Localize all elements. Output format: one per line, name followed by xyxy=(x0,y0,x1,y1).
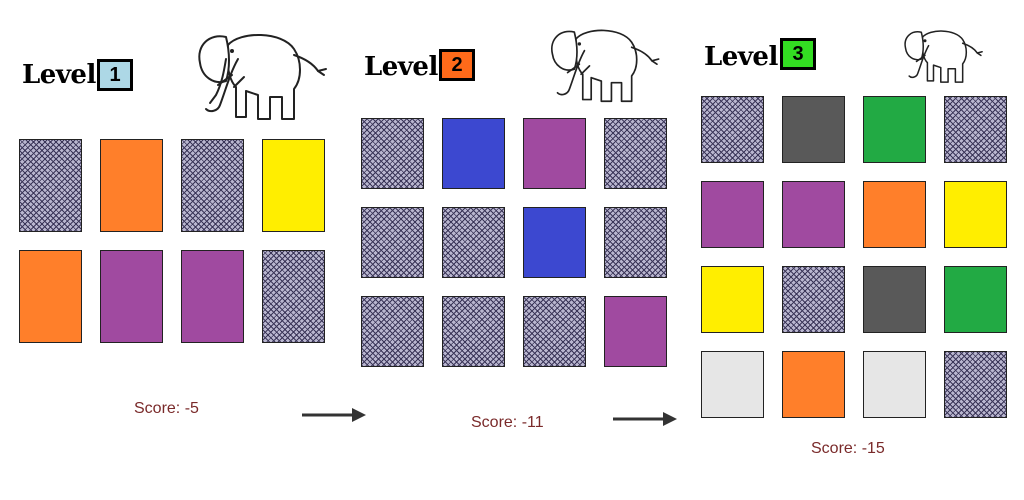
card-faceup[interactable] xyxy=(863,351,926,418)
card-faceup[interactable] xyxy=(944,181,1007,248)
card-faceup[interactable] xyxy=(523,118,586,189)
card-facedown[interactable] xyxy=(604,207,667,278)
card-faceup[interactable] xyxy=(863,96,926,163)
arrow-right-icon xyxy=(302,408,366,422)
card-facedown[interactable] xyxy=(361,296,424,367)
card-faceup[interactable] xyxy=(523,207,586,278)
level-1-badge: 1 xyxy=(97,59,133,91)
card-faceup[interactable] xyxy=(701,351,764,418)
card-faceup[interactable] xyxy=(100,250,163,343)
level-3-score: Score: -15 xyxy=(811,440,885,457)
card-facedown[interactable] xyxy=(361,118,424,189)
card-facedown[interactable] xyxy=(701,96,764,163)
level-1-title: Level xyxy=(22,60,96,90)
card-facedown[interactable] xyxy=(944,96,1007,163)
card-faceup[interactable] xyxy=(442,118,505,189)
card-faceup[interactable] xyxy=(181,250,244,343)
card-facedown[interactable] xyxy=(604,118,667,189)
card-faceup[interactable] xyxy=(701,266,764,333)
card-facedown[interactable] xyxy=(442,296,505,367)
card-facedown[interactable] xyxy=(523,296,586,367)
level-1-score: Score: -5 xyxy=(134,400,199,417)
card-faceup[interactable] xyxy=(701,181,764,248)
elephant-icon xyxy=(550,29,660,103)
card-facedown[interactable] xyxy=(262,250,325,343)
card-faceup[interactable] xyxy=(944,266,1007,333)
card-facedown[interactable] xyxy=(442,207,505,278)
elephant-icon xyxy=(904,30,983,83)
card-facedown[interactable] xyxy=(181,139,244,232)
level-2-score: Score: -11 xyxy=(471,414,544,431)
card-faceup[interactable] xyxy=(604,296,667,367)
card-facedown[interactable] xyxy=(944,351,1007,418)
card-faceup[interactable] xyxy=(863,181,926,248)
level-2-badge: 2 xyxy=(439,49,475,81)
card-faceup[interactable] xyxy=(782,181,845,248)
card-faceup[interactable] xyxy=(782,351,845,418)
elephant-icon xyxy=(198,34,327,120)
card-faceup[interactable] xyxy=(19,250,82,343)
card-faceup[interactable] xyxy=(863,266,926,333)
card-faceup[interactable] xyxy=(782,96,845,163)
card-facedown[interactable] xyxy=(782,266,845,333)
level-2-title: Level xyxy=(364,52,438,82)
card-facedown[interactable] xyxy=(19,139,82,232)
level-3-title: Level xyxy=(704,42,778,72)
card-faceup[interactable] xyxy=(262,139,325,232)
level-3-badge: 3 xyxy=(780,38,816,70)
card-facedown[interactable] xyxy=(361,207,424,278)
card-faceup[interactable] xyxy=(100,139,163,232)
arrow-right-icon xyxy=(613,412,677,426)
